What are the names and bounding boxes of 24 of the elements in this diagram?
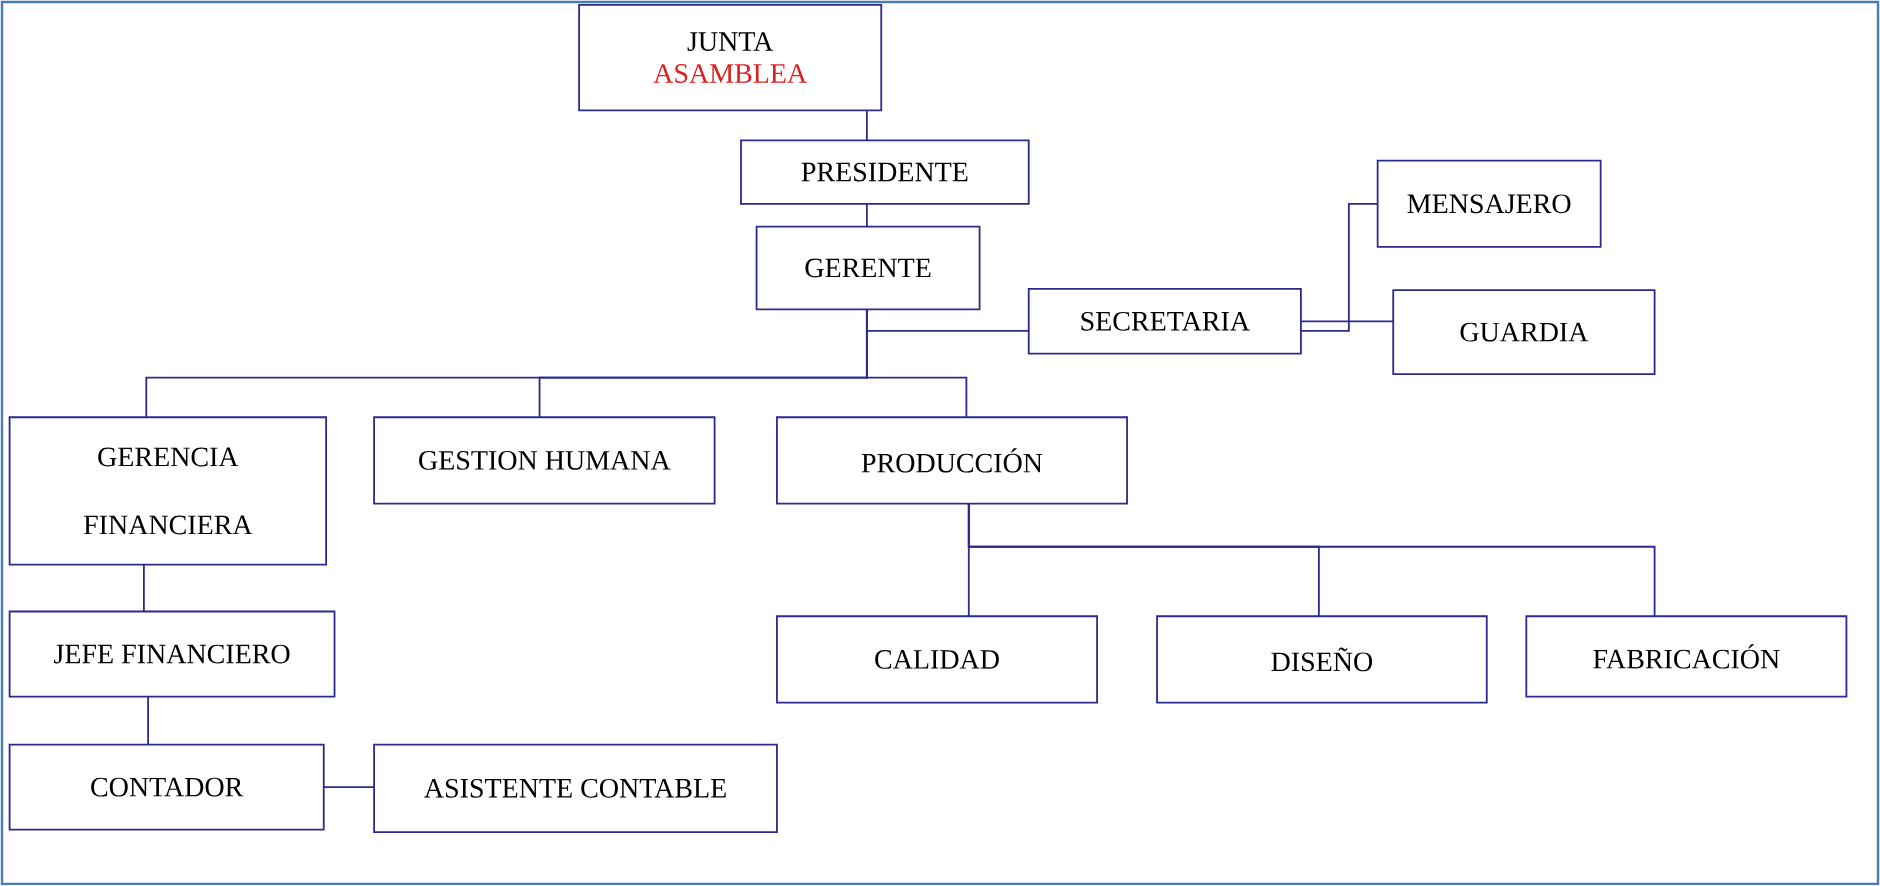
org-box: CONTADOR [8, 743, 325, 831]
connector-line [865, 308, 968, 419]
org-box: PRODUCCIÓN [776, 416, 1128, 505]
org-box: GERENTE [755, 225, 981, 311]
org-box: ASISTENTE CONTABLE [373, 743, 778, 833]
org-box: SECRETARIA [1027, 288, 1302, 355]
connector-line [865, 109, 868, 142]
connector-line [1300, 320, 1395, 323]
org-box: GUARDIA [1392, 289, 1656, 375]
org-box: JEFE FINANCIERO [8, 610, 336, 698]
org-box: GESTION HUMANA [373, 416, 716, 505]
org-box: CALIDAD [776, 615, 1098, 704]
connector-line [322, 786, 375, 789]
connector-line [865, 202, 868, 228]
org-box: JUNTA ASAMBLEA [578, 3, 883, 112]
org-box: FABRICACIÓN [1525, 615, 1848, 698]
org-box: DISEÑO [1156, 615, 1488, 704]
connector-line [143, 563, 145, 613]
connector-line [967, 502, 1656, 618]
connector-line [147, 695, 149, 746]
org-box: MENSAJERO [1376, 159, 1602, 248]
org-box: GERENCIA FINANCIERA [8, 416, 328, 566]
connector-line [1300, 202, 1379, 332]
org-box: PRESIDENTE [740, 139, 1030, 205]
